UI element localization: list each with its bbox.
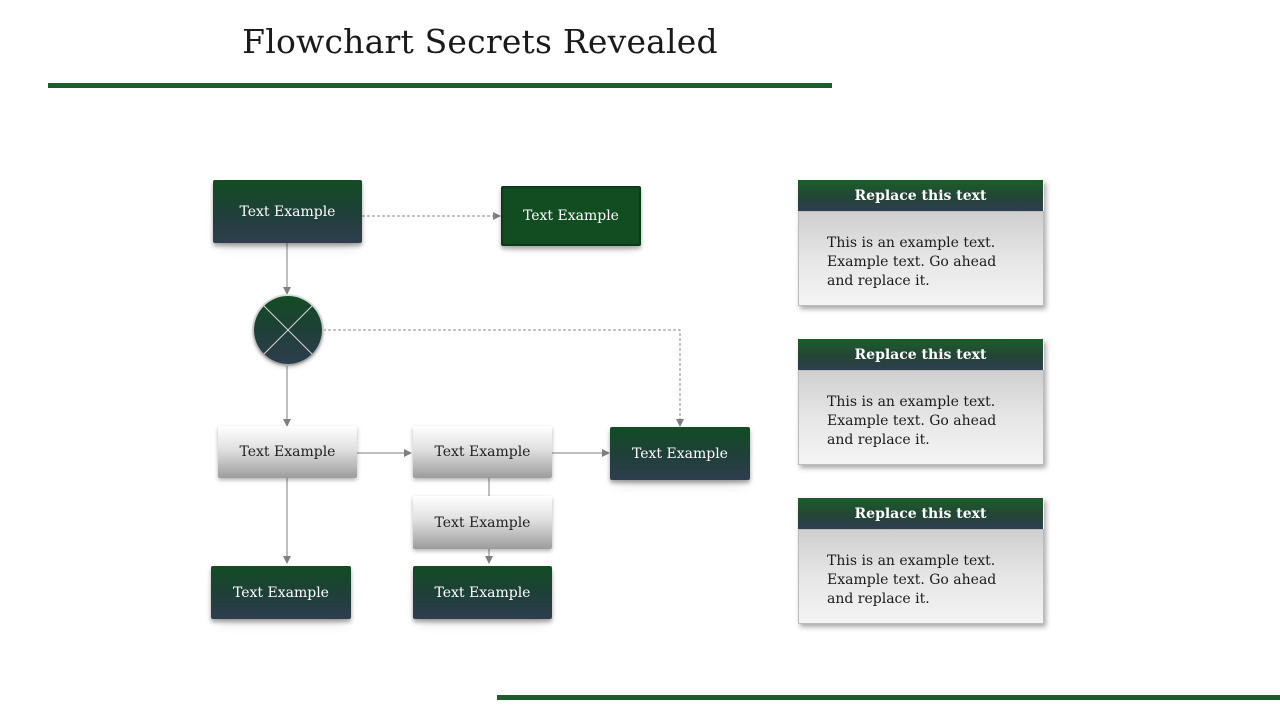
card-body: This is an example text. Example text. G… (798, 370, 1044, 465)
node-mid-left[interactable]: Text Example (218, 426, 357, 478)
node-label: Text Example (233, 584, 329, 601)
node-label: Text Example (239, 203, 336, 220)
card-heading: Replace this text (798, 180, 1043, 211)
node-label: Text Example (434, 584, 531, 601)
card-heading: Replace this text (798, 339, 1043, 370)
node-mid-right[interactable]: Text Example (610, 427, 750, 480)
node-label: Text Example (523, 208, 619, 224)
node-bottom-center[interactable]: Text Example (413, 566, 552, 619)
decision-node[interactable] (254, 296, 322, 364)
page-title: Flowchart Secrets Revealed (242, 22, 718, 61)
card-text: This is an example text. Example text. G… (827, 394, 997, 448)
card-text: This is an example text. Example text. G… (827, 235, 997, 289)
info-card: Replace this text This is an example tex… (798, 180, 1044, 306)
node-top-right[interactable]: Text Example (501, 186, 641, 246)
node-label: Text Example (239, 444, 336, 460)
card-text: This is an example text. Example text. G… (827, 553, 997, 607)
node-label: Text Example (434, 514, 531, 531)
connector-circle-to-right (323, 329, 684, 427)
node-bottom-left[interactable]: Text Example (211, 566, 351, 619)
info-card: Replace this text This is an example tex… (798, 339, 1044, 465)
bottom-rule (497, 695, 1280, 700)
node-label: Text Example (632, 445, 728, 462)
card-heading: Replace this text (798, 498, 1043, 529)
title-underline (48, 83, 832, 88)
node-mid-center[interactable]: Text Example (413, 426, 552, 478)
node-label: Text Example (434, 444, 531, 460)
card-body: This is an example text. Example text. G… (798, 211, 1044, 306)
node-lower-center[interactable]: Text Example (413, 496, 552, 549)
card-body: This is an example text. Example text. G… (798, 529, 1044, 624)
node-top-left[interactable]: Text Example (213, 180, 362, 243)
info-card: Replace this text This is an example tex… (798, 498, 1044, 624)
x-circle-icon (263, 305, 313, 355)
